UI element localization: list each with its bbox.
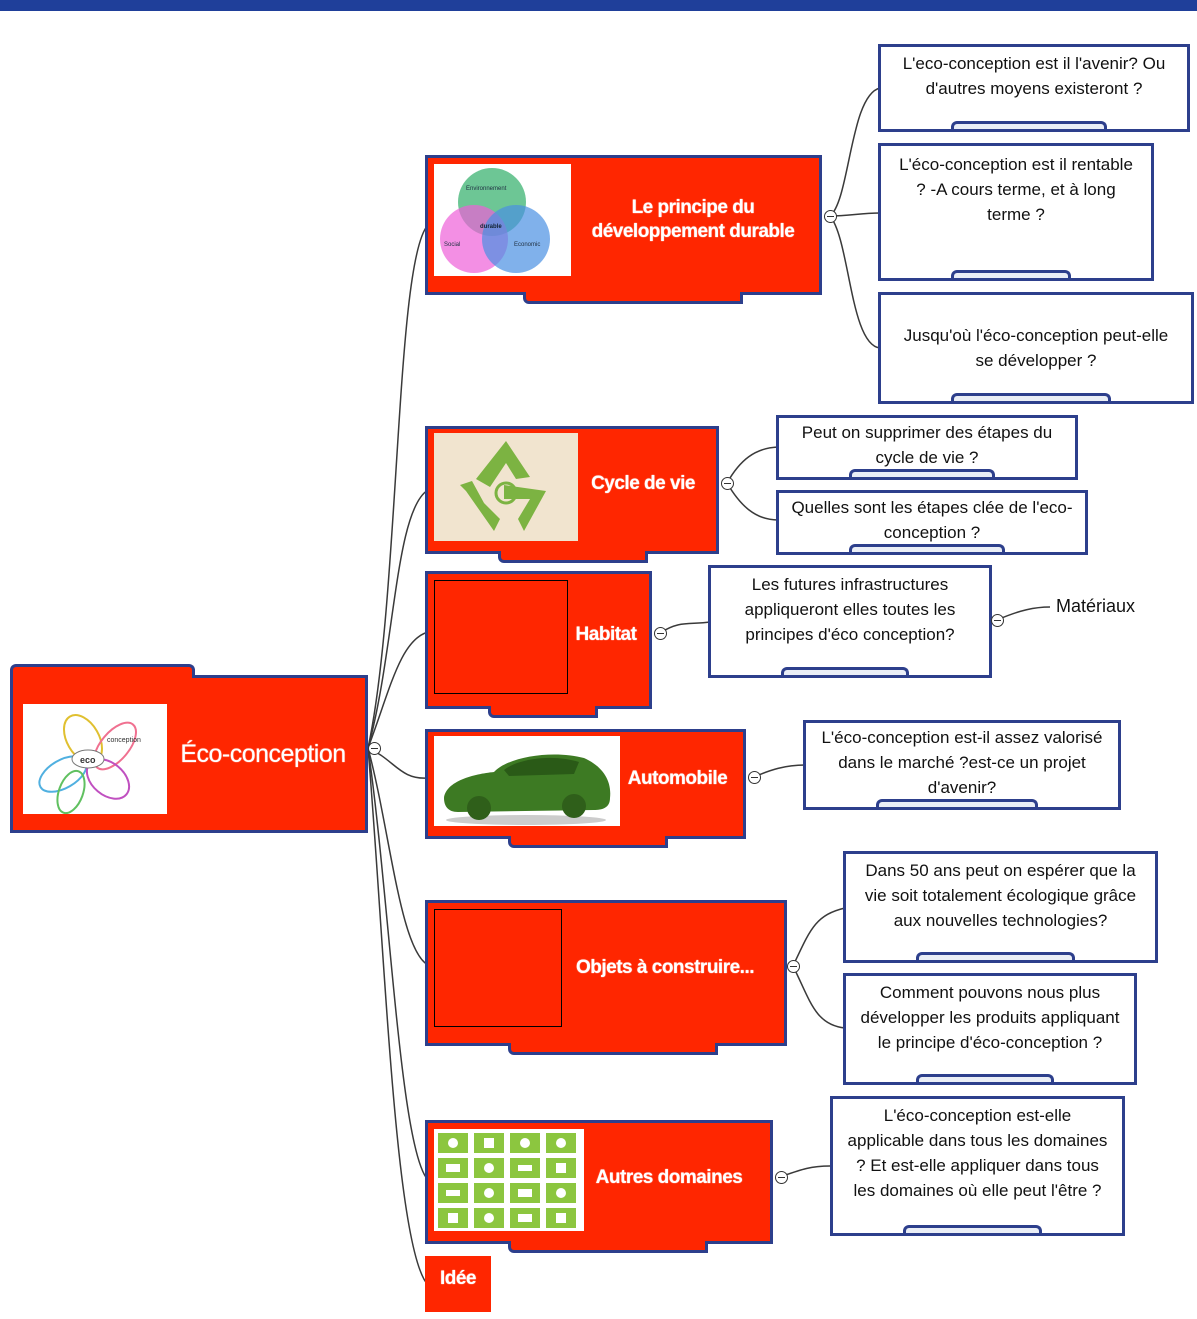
branch-label: Idée xyxy=(439,1268,477,1289)
branch-collapse-icon[interactable] xyxy=(654,627,667,640)
branch-habitat[interactable]: Habitat xyxy=(425,571,652,718)
question-tab xyxy=(781,667,909,675)
question-box[interactable]: Comment pouvons nous plus développer les… xyxy=(843,973,1137,1085)
branch-label: Autres domaines xyxy=(595,1167,743,1188)
eco-flower-image: eco conception xyxy=(23,704,167,814)
question-text: Comment pouvons nous plus développer les… xyxy=(860,983,1120,1052)
image-placeholder xyxy=(434,909,562,1027)
question-tab xyxy=(951,270,1071,278)
question-box[interactable]: L'éco-conception est-il assez valorisé d… xyxy=(803,720,1121,810)
venn-label-c: Economic xyxy=(514,242,540,248)
question-text: Jusqu'où l'éco-conception peut-elle se d… xyxy=(903,326,1169,370)
branch-tab xyxy=(523,292,743,304)
question-text: L'éco-conception est-elle applicable dan… xyxy=(847,1106,1108,1200)
venn-label-a: Environnement xyxy=(466,186,507,192)
question-text: L'éco-conception est-il assez valorisé d… xyxy=(821,728,1103,797)
branch-developpement-durable[interactable]: Environnement Social Economic durable Le… xyxy=(425,155,822,304)
recycle-icon xyxy=(434,433,578,541)
central-topic[interactable]: eco conception Éco-conception xyxy=(10,664,368,833)
question-tab xyxy=(903,1225,1042,1233)
venn-diagram-image: Environnement Social Economic durable xyxy=(434,164,571,276)
green-car-image xyxy=(434,736,620,826)
question-tab xyxy=(876,799,1038,807)
question-box[interactable]: Jusqu'où l'éco-conception peut-elle se d… xyxy=(878,292,1194,404)
branch-collapse-icon[interactable] xyxy=(721,477,734,490)
branch-tab xyxy=(488,706,598,718)
question-tab xyxy=(951,121,1107,129)
question-text: Quelles sont les étapes clée de l'eco-co… xyxy=(791,498,1073,542)
branch-label: Le principe du développement durable xyxy=(591,197,795,242)
question-box[interactable]: L'éco-conception est il rentable ? -A co… xyxy=(878,143,1154,281)
branch-collapse-icon[interactable] xyxy=(824,210,837,223)
header-bar xyxy=(0,0,1197,11)
branch-label: Automobile xyxy=(627,768,728,789)
question-tab xyxy=(916,1074,1054,1082)
question-box[interactable]: Peut on supprimer des étapes du cycle de… xyxy=(776,415,1078,480)
venn-label-b: Social xyxy=(444,242,460,248)
sub-topic-materiaux[interactable]: Matériaux xyxy=(1056,596,1136,616)
question-tab xyxy=(916,952,1075,960)
domain-icons-grid xyxy=(434,1129,584,1231)
branch-collapse-icon[interactable] xyxy=(775,1171,788,1184)
branch-tab xyxy=(508,836,668,848)
branch-autres-domaines[interactable]: Autres domaines xyxy=(425,1120,773,1253)
central-topic-tab xyxy=(10,664,195,678)
central-topic-label: Éco-conception xyxy=(180,740,346,768)
venn-label-center: durable xyxy=(480,224,502,230)
flower-center-label: eco xyxy=(80,755,96,765)
question-tab xyxy=(849,544,1005,552)
branch-tab xyxy=(508,1241,708,1253)
branch-tab xyxy=(498,551,648,563)
question-text: Peut on supprimer des étapes du cycle de… xyxy=(801,423,1053,467)
question-text: L'éco-conception est il rentable ? -A co… xyxy=(899,155,1133,224)
question-box[interactable]: L'éco-conception est-elle applicable dan… xyxy=(830,1096,1125,1236)
branch-automobile[interactable]: Automobile xyxy=(425,729,746,848)
branch-idee[interactable]: Idée xyxy=(425,1256,491,1312)
branch-label: Habitat xyxy=(575,624,637,645)
question-text: L'eco-conception est il l'avenir? Ou d'a… xyxy=(902,54,1166,98)
branch-collapse-icon[interactable] xyxy=(787,960,800,973)
central-collapse-icon[interactable] xyxy=(368,742,381,755)
branch-label: Objets à construire... xyxy=(576,957,755,978)
branch-collapse-icon[interactable] xyxy=(748,771,761,784)
flower-petal-label: conception xyxy=(107,737,141,744)
branch-label: Cycle de vie xyxy=(591,473,695,494)
branch-objets-a-construire[interactable]: Objets à construire... xyxy=(425,900,787,1055)
question-tab xyxy=(951,393,1111,401)
question-box[interactable]: L'eco-conception est il l'avenir? Ou d'a… xyxy=(878,44,1190,132)
question-text: Les futures infrastructures appliqueront… xyxy=(744,575,956,644)
question-box[interactable]: Quelles sont les étapes clée de l'eco-co… xyxy=(776,490,1088,555)
image-placeholder xyxy=(434,580,568,694)
question-box[interactable]: Les futures infrastructures appliqueront… xyxy=(708,565,992,678)
question-collapse-icon[interactable] xyxy=(991,614,1004,627)
branch-cycle-de-vie[interactable]: Cycle de vie xyxy=(425,426,719,563)
question-text: Dans 50 ans peut on espérer que la vie s… xyxy=(864,861,1137,930)
branch-tab xyxy=(508,1043,718,1055)
question-box[interactable]: Dans 50 ans peut on espérer que la vie s… xyxy=(843,851,1158,963)
question-tab xyxy=(849,469,995,477)
